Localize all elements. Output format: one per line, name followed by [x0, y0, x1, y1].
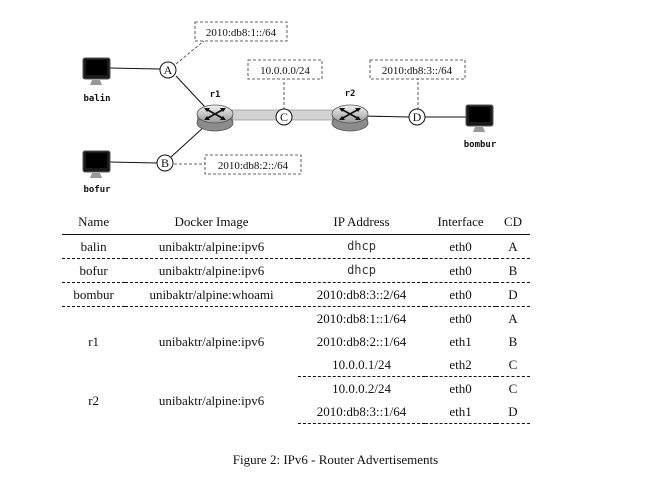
network-label-b: 2010:db8:2::/64 — [204, 154, 302, 175]
interface-a: A — [159, 61, 177, 79]
cell-image: unibaktr/alpine:whoami — [125, 282, 298, 307]
cell-iface: eth0 — [449, 381, 472, 396]
interface-c: C — [275, 108, 293, 126]
router-icon — [196, 104, 234, 132]
cell-iface: eth1 — [425, 400, 496, 424]
cell-ip: 2010:db8:1::1/64 — [316, 311, 407, 326]
router-icon — [331, 104, 369, 132]
router-r2: r2 — [331, 89, 369, 132]
table-row: balin unibaktr/alpine:ipv6 dhcp eth0 A — [62, 234, 530, 259]
table-header-row: Name Docker Image IP Address Interface C… — [62, 212, 530, 235]
table-row: r1 unibaktr/alpine:ipv6 2010:db8:1::1/64… — [62, 307, 530, 349]
svg-text:10.0.0.0/24: 10.0.0.0/24 — [260, 65, 310, 77]
col-header-ip-address: IP Address — [297, 212, 426, 235]
col-header-interface: Interface — [425, 212, 496, 235]
svg-text:r1: r1 — [210, 90, 221, 100]
table-row: 2010:db8:2::1/64 eth1 B — [62, 330, 530, 353]
router-r1: r1 — [196, 90, 234, 132]
cell-cd: A — [495, 234, 530, 259]
svg-text:bombur: bombur — [464, 140, 497, 150]
cell-ip: 10.0.0.2/24 — [332, 381, 391, 396]
links — [109, 67, 466, 164]
cell-name: r1 — [88, 334, 100, 350]
svg-text:C: C — [280, 110, 288, 124]
svg-text:D: D — [413, 110, 422, 124]
svg-text:A: A — [164, 63, 173, 77]
col-header-docker-image: Docker Image — [125, 212, 298, 235]
host-bombur: bombur — [464, 104, 497, 150]
cell-iface: eth0 — [425, 282, 496, 307]
svg-text:balin: balin — [83, 93, 110, 104]
computer-icon — [82, 150, 111, 178]
svg-text:2010:db8:2::/64: 2010:db8:2::/64 — [218, 160, 289, 172]
network-label-a: 2010:db8:1::/64 — [194, 21, 288, 42]
network-connectors — [174, 39, 419, 165]
interface-b: B — [156, 154, 174, 172]
cell-ip: 10.0.0.1/24 — [297, 353, 426, 377]
col-header-cd: CD — [495, 212, 530, 235]
cell-iface: eth0 — [449, 311, 472, 326]
cell-ip: 2010:db8:3::2/64 — [297, 282, 426, 307]
cell-cd: A — [508, 311, 518, 326]
table-row: bofur unibaktr/alpine:ipv6 dhcp eth0 B — [62, 258, 530, 283]
cell-ip: dhcp — [297, 234, 426, 259]
col-header-name: Name — [62, 212, 126, 235]
svg-text:B: B — [161, 156, 169, 170]
svg-text:r2: r2 — [345, 89, 356, 99]
container-table: Name Docker Image IP Address Interface C… — [62, 212, 530, 424]
cell-iface: eth0 — [425, 258, 496, 283]
host-balin: balin — [82, 57, 111, 104]
cell-cd: D — [495, 400, 530, 424]
table-row: bombur unibaktr/alpine:whoami 2010:db8:3… — [62, 282, 530, 307]
network-label-d: 2010:db8:3::/64 — [369, 59, 466, 80]
svg-text:2010:db8:1::/64: 2010:db8:1::/64 — [206, 27, 277, 39]
table-row: 10.0.0.1/24 eth2 C — [62, 353, 530, 377]
svg-text:bofur: bofur — [83, 185, 111, 195]
cell-image: unibaktr/alpine:ipv6 — [158, 392, 265, 408]
cell-cd: C — [495, 353, 530, 377]
cell-cd: D — [495, 282, 530, 307]
interface-d: D — [408, 108, 426, 126]
cell-iface: eth1 — [449, 334, 472, 349]
computer-icon — [465, 104, 494, 132]
network-label-c: 10.0.0.0/24 — [247, 59, 323, 80]
table-row: r2 unibaktr/alpine:ipv6 10.0.0.2/24 eth0… — [62, 377, 530, 408]
cell-ip: 2010:db8:3::1/64 — [297, 400, 426, 424]
host-bofur: bofur — [82, 150, 111, 195]
cell-cd: C — [508, 381, 518, 396]
computer-icon — [82, 57, 111, 85]
network-diagram: 2010:db8:1::/64 2010:db8:2::/64 10.0.0.0… — [82, 21, 497, 195]
figure-caption: Figure 2: IPv6 - Router Advertisements — [232, 452, 439, 467]
cell-image: unibaktr/alpine:ipv6 — [158, 334, 265, 350]
table-row: 2010:db8:3::1/64 eth1 D — [62, 400, 530, 424]
cell-iface: eth2 — [425, 353, 496, 377]
cell-ip: dhcp — [297, 258, 426, 283]
cell-iface: eth0 — [425, 234, 496, 259]
cell-cd: B — [508, 334, 518, 349]
cell-cd: B — [495, 258, 530, 283]
cell-image: unibaktr/alpine:ipv6 — [125, 234, 298, 259]
cell-name: r2 — [88, 392, 100, 408]
cell-ip: 2010:db8:2::1/64 — [316, 334, 407, 349]
cell-name: bombur — [62, 282, 126, 307]
cell-name: balin — [62, 234, 126, 259]
cell-name: bofur — [62, 258, 126, 283]
svg-text:2010:db8:3::/64: 2010:db8:3::/64 — [382, 65, 453, 77]
cell-image: unibaktr/alpine:ipv6 — [125, 258, 298, 283]
